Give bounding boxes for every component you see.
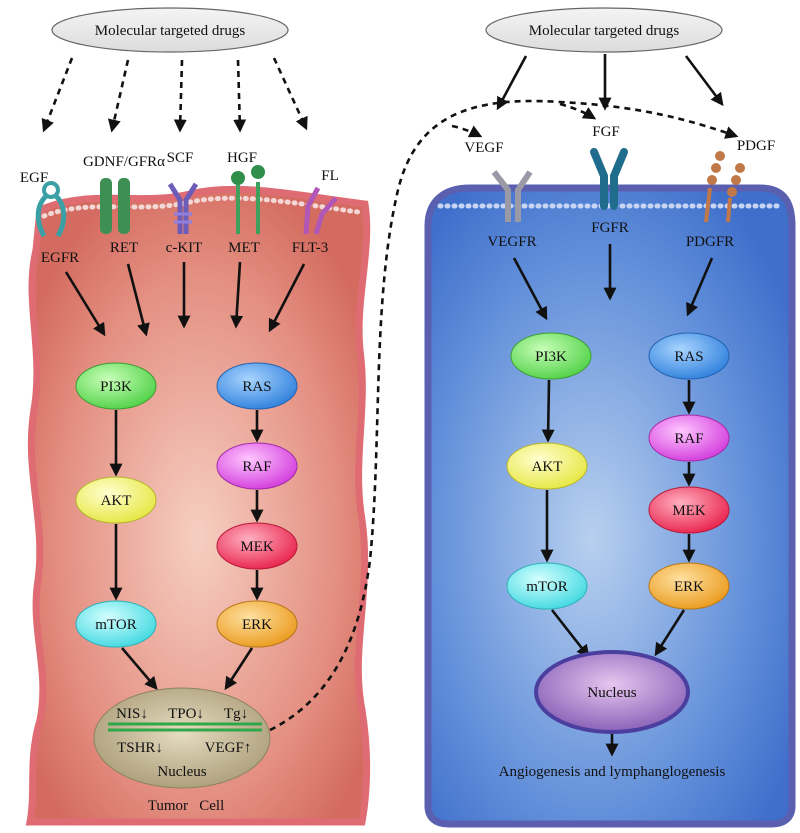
vegf-branch-arrow-2 [559, 102, 597, 120]
receptor-met: MET [228, 240, 260, 256]
angiogenesis-outcome-label: Angiogenesis and lymphanglogenesis [499, 764, 726, 780]
ligand-gdnf: GDNF/GFRα [83, 154, 165, 170]
left-node-mek: MEK [216, 522, 298, 570]
nucleus-tshr: TSHR↓ [117, 740, 163, 756]
left-drugs-oval: Molecular targeted drugs [51, 7, 289, 53]
left-node-akt: AKT [75, 476, 157, 524]
ligand-fl: FL [321, 168, 339, 184]
right-node-akt: AKT [506, 442, 588, 490]
right-receptor-arrows [512, 244, 714, 321]
svg-text:RAS: RAS [242, 379, 271, 395]
ret-receptor [100, 178, 130, 234]
nucleus-vegf: VEGF↑ [205, 740, 252, 756]
right-node-mek: MEK [648, 486, 730, 534]
left-node-ras: RAS [216, 362, 298, 410]
left-drugs-label: Molecular targeted drugs [95, 23, 246, 39]
svg-text:AKT: AKT [532, 459, 563, 475]
right-node-raf: RAF [648, 414, 730, 462]
left-node-erk: ERK [216, 600, 298, 648]
svg-text:AKT: AKT [101, 493, 132, 509]
nucleus-tpo: TPO↓ [168, 706, 204, 722]
flt3-receptor [303, 186, 338, 235]
ligand-vegf: VEGF [464, 140, 503, 156]
pdgfr-receptor [704, 151, 745, 223]
right-node-pi3k: PI3K [510, 332, 592, 380]
left-node-mtor: mTOR [75, 600, 157, 648]
receptor-pdgfr: PDGFR [686, 234, 734, 250]
tumor-nucleus-label: Nucleus [157, 764, 206, 780]
svg-text:ERK: ERK [674, 579, 704, 595]
vegfr-receptor [491, 170, 533, 222]
svg-text:ERK: ERK [242, 617, 272, 633]
svg-text:RAF: RAF [674, 431, 703, 447]
vegf-secretion-dashed-arrow [269, 99, 739, 732]
tumor-cell-label: Tumor Cell [148, 798, 225, 814]
ligand-egf: EGF [20, 170, 48, 186]
right-drugs-oval: Molecular targeted drugs [485, 7, 723, 53]
receptor-egfr: EGFR [41, 250, 79, 266]
svg-text:PI3K: PI3K [100, 379, 132, 395]
tumor-cell-membrane [25, 185, 371, 826]
right-node-mtor: mTOR [506, 562, 588, 610]
fgfr-receptor [590, 148, 628, 210]
vegf-branch-arrow-1 [451, 124, 483, 138]
right-pathway-arrows [540, 379, 696, 757]
tumor-cell [25, 185, 371, 826]
svg-text:RAF: RAF [242, 459, 271, 475]
receptor-fgfr: FGFR [591, 220, 629, 236]
nucleus-tg: Tg↓ [224, 706, 248, 722]
ligand-pdgf: PDGF [737, 138, 775, 154]
left-drug-arrows [41, 57, 308, 133]
receptor-ret: RET [110, 240, 138, 256]
left-receptor-arrows [64, 261, 306, 337]
tumor-nucleus: NIS↓ TPO↓ Tg↓ TSHR↓ VEGF↑ Nucleus [93, 687, 271, 789]
right-drugs-label: Molecular targeted drugs [529, 23, 680, 39]
left-node-raf: RAF [216, 442, 298, 490]
ckit-receptor [167, 182, 199, 234]
nucleus-nis: NIS↓ [116, 706, 148, 722]
endothelial-nucleus: Nucleus [534, 650, 690, 734]
receptor-flt3: FLT-3 [292, 240, 328, 256]
egfr-receptor [35, 181, 67, 238]
left-node-pi3k: PI3K [75, 362, 157, 410]
right-node-ras: RAS [648, 332, 730, 380]
ligand-hgf: HGF [227, 150, 257, 166]
svg-text:MEK: MEK [240, 539, 274, 555]
svg-text:PI3K: PI3K [535, 349, 567, 365]
met-receptor [231, 165, 265, 234]
right-node-erk: ERK [648, 562, 730, 610]
svg-text:mTOR: mTOR [526, 579, 567, 595]
endothelial-nucleus-label: Nucleus [587, 685, 636, 701]
ligand-fgf: FGF [592, 124, 620, 140]
receptor-ckit: c-KIT [166, 240, 203, 256]
left-pathway-arrows [109, 410, 264, 691]
svg-text:MEK: MEK [672, 503, 706, 519]
svg-text:mTOR: mTOR [95, 617, 136, 633]
ligand-scf: SCF [167, 150, 194, 166]
receptor-vegfr: VEGFR [487, 234, 536, 250]
svg-text:RAS: RAS [674, 349, 703, 365]
right-drug-arrows [496, 54, 724, 111]
